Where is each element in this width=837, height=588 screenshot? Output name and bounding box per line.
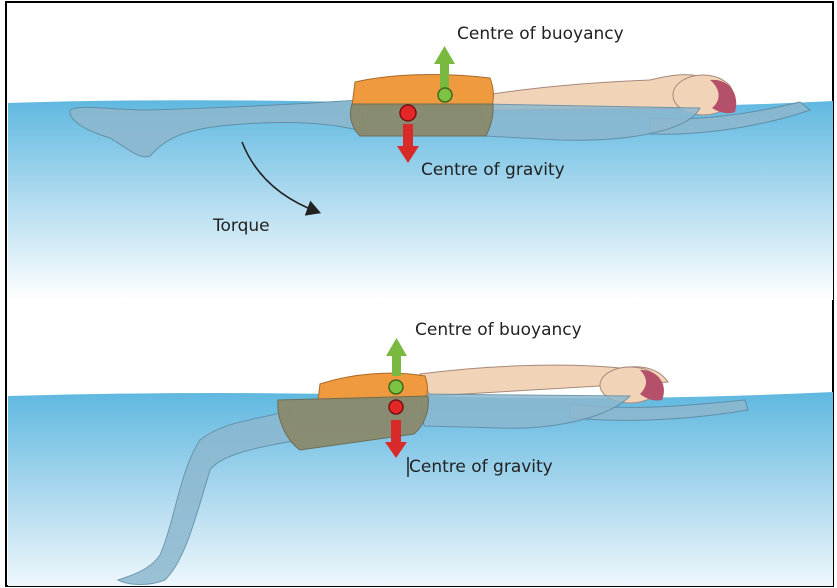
top-buoyancy-label: Centre of buoyancy (457, 24, 624, 44)
top-centre-of-buoyancy-point (438, 88, 452, 102)
bottom-gravity-label: Centre of gravity (409, 457, 553, 477)
top-shorts-above-water (352, 75, 493, 106)
top-panel: Centre of buoyancy Centre of gravity Tor… (8, 24, 833, 300)
bottom-centre-of-gravity-point (389, 400, 403, 414)
top-gravity-label: Centre of gravity (421, 160, 565, 180)
top-shorts-submerged (350, 104, 493, 136)
bottom-buoyancy-label: Centre of buoyancy (415, 320, 582, 340)
bottom-centre-of-buoyancy-point (389, 380, 403, 394)
bottom-panel: Centre of buoyancy Centre of gravity (8, 320, 833, 586)
top-centre-of-gravity-point (400, 105, 416, 121)
torque-label: Torque (212, 216, 270, 236)
bottom-buoyancy-arrow (386, 338, 407, 376)
